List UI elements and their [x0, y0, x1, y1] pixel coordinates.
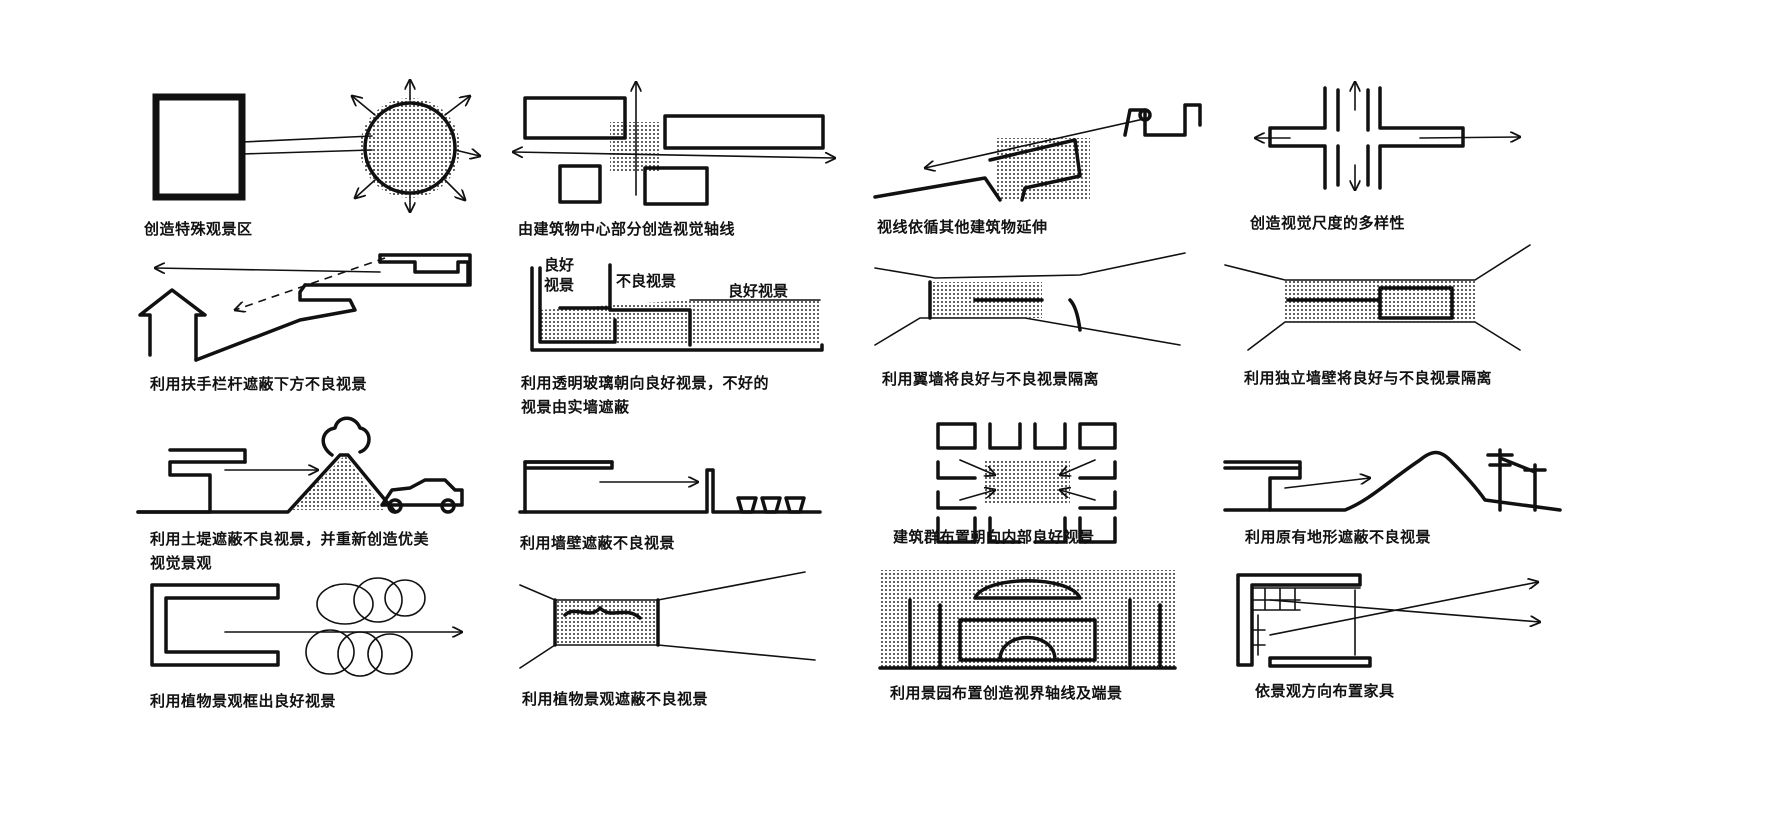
caption-wing-wall: 利用翼墙将良好与不良视景隔离: [882, 370, 1100, 388]
sketch-furniture-layout: [1236, 573, 1540, 668]
caption-plants-screen: 利用植物景观遮蔽不良视景: [522, 690, 709, 708]
caption-furniture-layout: 依景观方向布置家具: [1255, 682, 1395, 700]
sketch-visual-axis: [513, 82, 835, 206]
sketch-landscape-axis: [878, 570, 1177, 670]
caption-berm-line1: 利用土堤遮蔽不良视景，并重新创造优美: [150, 530, 430, 548]
sketch-wing-wall: [874, 252, 1186, 346]
caption-transparent-glass-line2: 视景由实墙遮蔽: [521, 398, 630, 416]
caption-berm-line2: 视觉景观: [150, 554, 213, 572]
caption-landscape-axis: 利用景园布置创造视界轴线及端景: [890, 684, 1123, 702]
sketch-terrain-screen: [1223, 448, 1562, 512]
caption-plants-frame: 利用植物景观框出良好视景: [150, 692, 337, 710]
label-bad-view: 不良视景: [616, 272, 677, 290]
caption-freestanding-wall: 利用独立墙壁将良好与不良视景隔离: [1244, 369, 1493, 387]
sketch-plants-screen: [519, 571, 816, 669]
caption-wall-screen: 利用墙壁遮蔽不良视景: [520, 534, 676, 552]
label-good-view-right: 良好视景: [728, 282, 789, 300]
caption-building-cluster: 建筑群布置朝向内部良好视景: [893, 528, 1095, 546]
sketch-special-viewing-area: [152, 80, 480, 212]
sketch-freestanding-wall: [1224, 244, 1531, 351]
caption-sight-line: 视线依循其他建筑物延伸: [877, 218, 1048, 236]
caption-special-viewing-area: 创造特殊观景区: [144, 220, 253, 238]
caption-visual-axis: 由建筑物中心部分创造视觉轴线: [518, 220, 736, 238]
sketch-plants-frame: [150, 577, 462, 677]
sketch-handrail-screen: [138, 253, 472, 362]
caption-transparent-glass-line1: 利用透明玻璃朝向良好视景，不好的: [521, 374, 770, 392]
caption-terrain-screen: 利用原有地形遮蔽不良视景: [1245, 528, 1432, 546]
label-good-view-bottom: 视景: [544, 276, 575, 294]
label-good-view-top: 良好: [544, 256, 575, 274]
sketch-wall-screen: [518, 460, 822, 514]
caption-visual-scale: 创造视觉尺度的多样性: [1250, 214, 1406, 232]
sketch-building-cluster: [936, 422, 1117, 544]
sketch-transparent-glass: [530, 263, 824, 352]
caption-handrail-screen: 利用扶手栏杆遮蔽下方不良视景: [150, 375, 368, 393]
sketch-berm-screen: [136, 416, 464, 514]
sketch-visual-scale-variety: [1255, 82, 1520, 190]
sketch-sight-line-follows-buildings: [873, 103, 1202, 202]
